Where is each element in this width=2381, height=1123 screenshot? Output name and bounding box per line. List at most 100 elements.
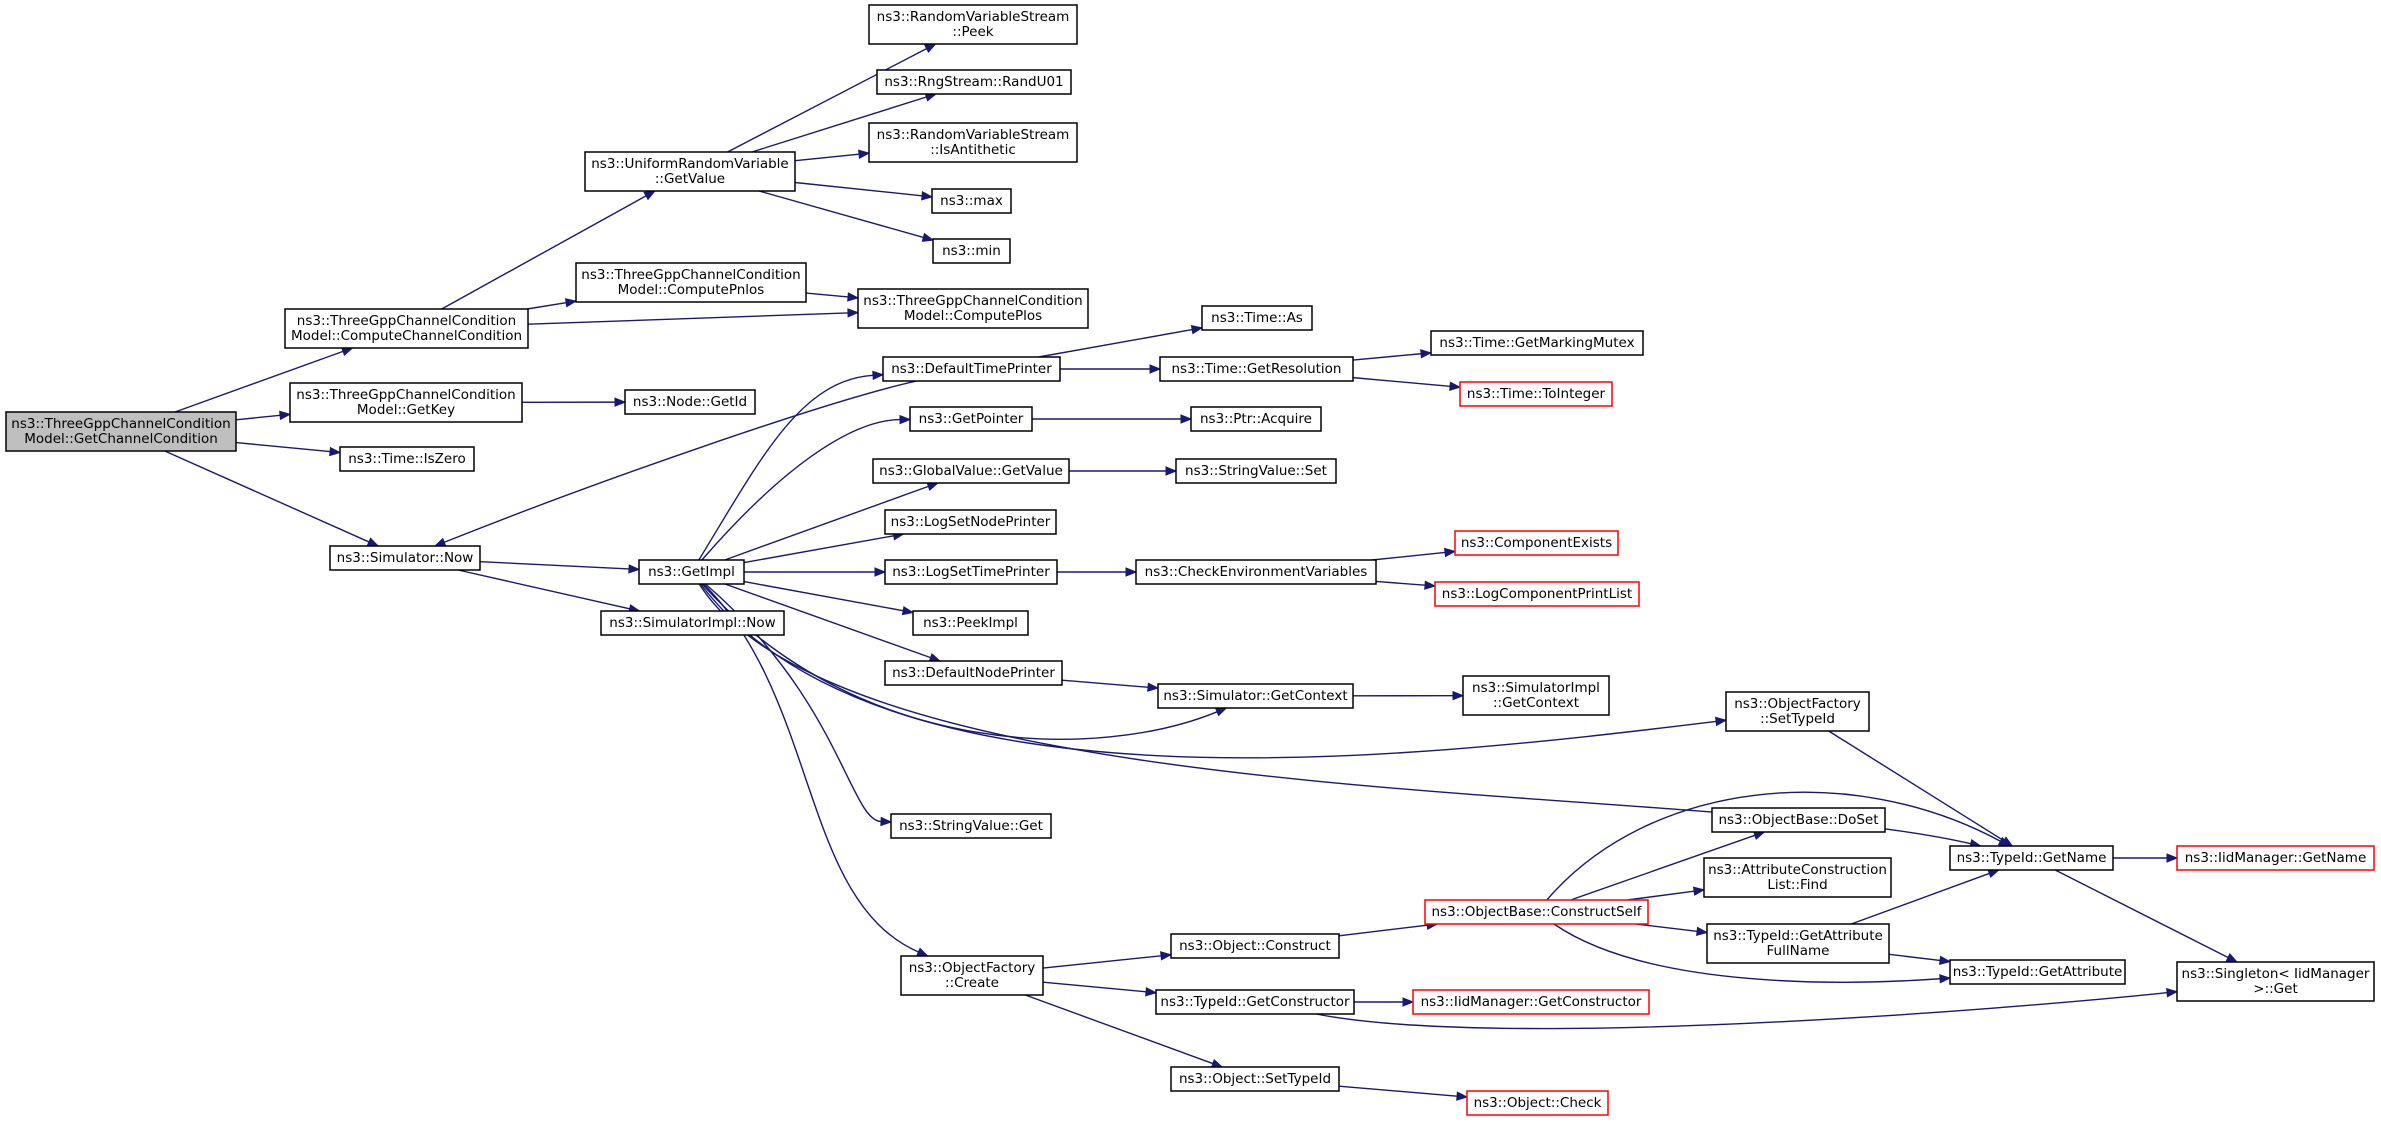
node-isanti[interactable]: ns3::RandomVariableStream::IsAntithetic [868,122,1078,163]
node-sim-now[interactable]: ns3::Simulator::Now [329,545,481,571]
node-obj-settypeid[interactable]: ns3::Object::SetTypeId [1170,1066,1340,1092]
edge-line [794,181,923,197]
edge-urv_getvalue-to-isanti [794,149,871,162]
node-compute-cc[interactable]: ns3::ThreeGppChannelConditionModel::Comp… [284,308,529,349]
edge-arrowhead [1452,690,1465,701]
node-iszero[interactable]: ns3::Time::IsZero [339,446,475,472]
node-plos[interactable]: ns3::ThreeGppChannelConditionModel::Comp… [857,288,1089,329]
node-typeid-getctor[interactable]: ns3::TypeId::GetConstructor [1155,989,1355,1015]
edge-arrowhead [1444,547,1457,558]
edge-line [1553,923,1941,983]
node-urv-getvalue[interactable]: ns3::UniformRandomVariable::GetValue [584,151,796,192]
edge-typeid_getname-to-singleton_get [2054,869,2239,963]
node-label: ns3::SimulatorImpl [1472,680,1600,696]
node-label: ns3::ThreeGppChannelCondition [297,313,516,329]
node-sim-getcontext[interactable]: ns3::Simulator::GetContext [1157,683,1354,709]
edge-line [1636,923,1698,933]
node-label: ns3::ComponentExists [1461,535,1612,551]
node-getimpl[interactable]: ns3::GetImpl [638,559,745,585]
node-ob-doset[interactable]: ns3::ObjectBase::DoSet [1711,807,1886,833]
node-simimpl-getcontext[interactable]: ns3::SimulatorImpl::GetContext [1462,675,1610,716]
node-box [289,382,523,423]
node-box [882,356,1061,382]
edge-line [794,153,860,162]
edge-ob_constructself-to-typeid_getattrfull [1636,923,1709,936]
node-checkenv[interactable]: ns3::CheckEnvironmentVariables [1135,559,1377,585]
node-singleton-get[interactable]: ns3::Singleton< IidManager>::Get [2176,961,2375,1002]
edge-time_getres-to-time_getmarking [1352,349,1433,361]
node-gv-getvalue[interactable]: ns3::GlobalValue::GetValue [872,458,1070,484]
node-obj-construct[interactable]: ns3::Object::Construct [1170,933,1340,959]
edge-line [2054,869,2229,959]
node-label: ::Peek [952,24,993,40]
node-box [1424,899,1649,925]
node-box [584,151,796,192]
node-time-as[interactable]: ns3::Time::As [1201,305,1313,331]
edge-gv_getvalue-to-strval_set [1069,466,1178,476]
node-simimpl-now[interactable]: ns3::SimulatorImpl::Now [600,610,785,636]
node-deftimeprinter[interactable]: ns3::DefaultTimePrinter [882,356,1061,382]
edge-line [701,418,901,561]
node-getkey[interactable]: ns3::ThreeGppChannelConditionModel::GetK… [289,382,523,423]
node-ptr-acquire[interactable]: ns3::Ptr::Acquire [1190,406,1322,432]
edge-getimpl-to-logsetnode [743,531,905,564]
edge-getimpl-to-of_create [703,583,929,957]
node-label: ns3::ThreeGppChannelCondition [581,267,800,283]
node-pnlos[interactable]: ns3::ThreeGppChannelConditionModel::Comp… [575,262,807,303]
edge-line [1061,679,1149,688]
node-obj-check[interactable]: ns3::Object::Check [1466,1090,1609,1116]
node-strval-get[interactable]: ns3::StringValue::Get [890,813,1052,839]
edge-arrowhead [643,190,656,201]
node-time-getres[interactable]: ns3::Time::GetResolution [1159,356,1354,382]
edge-line [701,583,1218,740]
node-label: ns3::StringValue::Get [899,818,1043,834]
edge-line [805,292,849,298]
node-iid-getctor[interactable]: ns3::IidManager::GetConstructor [1412,989,1650,1015]
edge-arrowhead [2166,988,2179,998]
node-label: ns3::IidManager::GetName [2185,850,2367,866]
edge-line [1546,791,2001,901]
node-of-create[interactable]: ns3::ObjectFactory::Create [900,955,1044,996]
node-label: ns3::Object::SetTypeId [1179,1071,1331,1087]
node-label: List::Find [1767,877,1827,893]
edge-arrowhead [901,605,915,616]
node-max[interactable]: ns3::max [931,188,1012,214]
node-peekimpl[interactable]: ns3::PeekImpl [912,610,1029,636]
node-compexists[interactable]: ns3::ComponentExists [1454,530,1619,556]
edge-time_getres-to-time_tointeger [1352,376,1462,391]
node-logsetnode[interactable]: ns3::LogSetNodePrinter [884,509,1057,535]
node-typeid-getname[interactable]: ns3::TypeId::GetName [1949,845,2114,871]
node-typeid-getattr[interactable]: ns3::TypeId::GetAttribute [1949,959,2126,985]
node-time-getmarking[interactable]: ns3::Time::GetMarkingMutex [1430,330,1644,356]
edge-compute_cc-to-plos [527,308,860,325]
node-logcompprint[interactable]: ns3::LogComponentPrintList [1434,581,1640,607]
edge-line [700,583,1717,759]
node-root[interactable]: ns3::ThreeGppChannelConditionModel::GetC… [5,411,237,452]
node-strval-set[interactable]: ns3::StringValue::Set [1175,458,1337,484]
node-getpointer[interactable]: ns3::GetPointer [909,406,1033,432]
edge-arrowhead [847,292,860,302]
node-iid-getname[interactable]: ns3::IidManager::GetName [2176,845,2375,871]
edge-arrowhead [1424,580,1437,590]
node-time-tointeger[interactable]: ns3::Time::ToInteger [1459,381,1613,407]
node-peek[interactable]: ns3::RandomVariableStream::Peek [868,4,1078,45]
edge-arrowhead [916,947,929,957]
node-box [1706,923,1890,964]
edge-getimpl-to-peekimpl [743,580,915,616]
node-min[interactable]: ns3::min [932,238,1011,264]
node-box [909,406,1033,432]
node-defnodeprinter[interactable]: ns3::DefaultNodePrinter [884,660,1063,686]
node-randu01[interactable]: ns3::RngStream::RandU01 [876,69,1072,95]
node-label: ns3::TypeId::GetName [1957,850,2107,866]
node-logsettime[interactable]: ns3::LogSetTimePrinter [884,559,1058,585]
node-node-getid[interactable]: ns3::Node::GetId [624,389,756,415]
node-ob-constructself[interactable]: ns3::ObjectBase::ConstructSelf [1424,899,1649,925]
edge-line [526,301,567,310]
node-label: ns3::Time::IsZero [348,451,466,467]
edge-arrowhead [1180,414,1193,424]
edge-arrowhead [433,537,447,547]
node-box [1175,458,1337,484]
node-of-settypeid[interactable]: ns3::ObjectFactory::SetTypeId [1725,691,1870,732]
